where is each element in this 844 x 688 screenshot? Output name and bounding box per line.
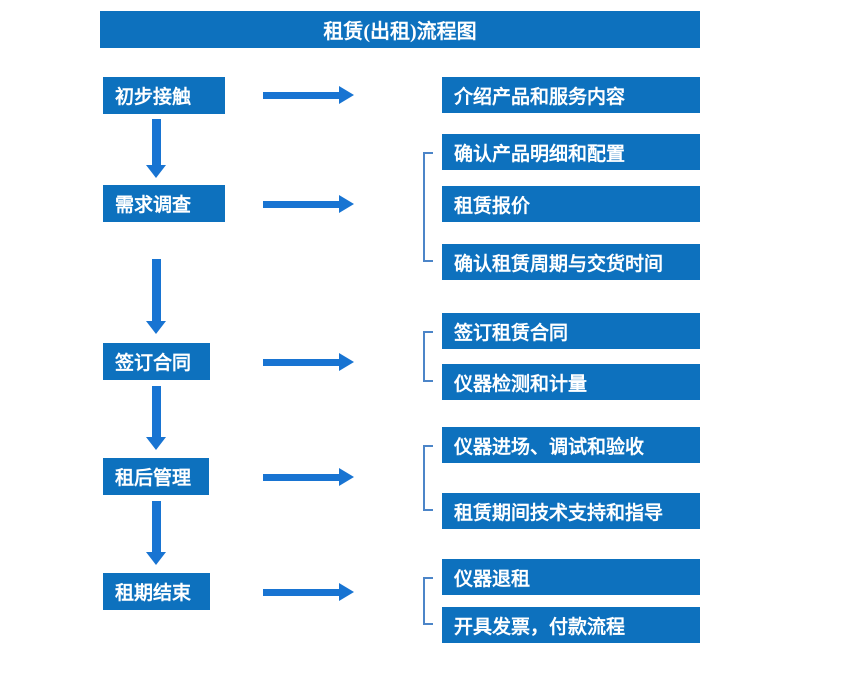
arrow-right-shaft <box>263 359 340 366</box>
arrow-right-head <box>339 468 354 486</box>
arrow-right-head <box>339 583 354 601</box>
group-bracket <box>423 445 433 511</box>
arrow-right-head <box>339 353 354 371</box>
arrow-down-head <box>146 321 166 334</box>
detail-box: 签订租赁合同 <box>442 313 700 349</box>
detail-box: 介绍产品和服务内容 <box>442 77 700 113</box>
detail-box: 租赁报价 <box>442 186 700 222</box>
arrow-right-shaft <box>263 92 340 99</box>
detail-box: 开具发票，付款流程 <box>442 607 700 643</box>
detail-box: 确认产品明细和配置 <box>442 134 700 170</box>
arrow-right-shaft <box>263 201 340 208</box>
group-bracket <box>423 577 433 625</box>
step-box: 需求调查 <box>103 185 225 222</box>
group-bracket <box>423 152 433 262</box>
detail-box: 仪器退租 <box>442 559 700 595</box>
arrow-right-shaft <box>263 589 340 596</box>
arrow-down-head <box>146 437 166 450</box>
arrow-right-head <box>339 195 354 213</box>
arrow-right-head <box>339 86 354 104</box>
step-box: 签订合同 <box>103 343 210 380</box>
arrow-right-shaft <box>263 474 340 481</box>
arrow-down-shaft <box>151 386 161 438</box>
group-bracket <box>423 331 433 382</box>
arrow-down-shaft <box>151 501 161 553</box>
arrow-down-shaft <box>151 119 161 166</box>
detail-box: 仪器检测和计量 <box>442 364 700 400</box>
arrow-down-head <box>146 552 166 565</box>
detail-box: 确认租赁周期与交货时间 <box>442 244 700 280</box>
flowchart-title: 租赁(出租)流程图 <box>100 11 700 48</box>
step-box: 租后管理 <box>103 458 209 495</box>
step-box: 租期结束 <box>103 573 210 610</box>
detail-box: 仪器进场、调试和验收 <box>442 427 700 463</box>
arrow-down-head <box>146 165 166 178</box>
arrow-down-shaft <box>151 259 161 322</box>
step-box: 初步接触 <box>103 77 225 114</box>
detail-box: 租赁期间技术支持和指导 <box>442 493 700 529</box>
